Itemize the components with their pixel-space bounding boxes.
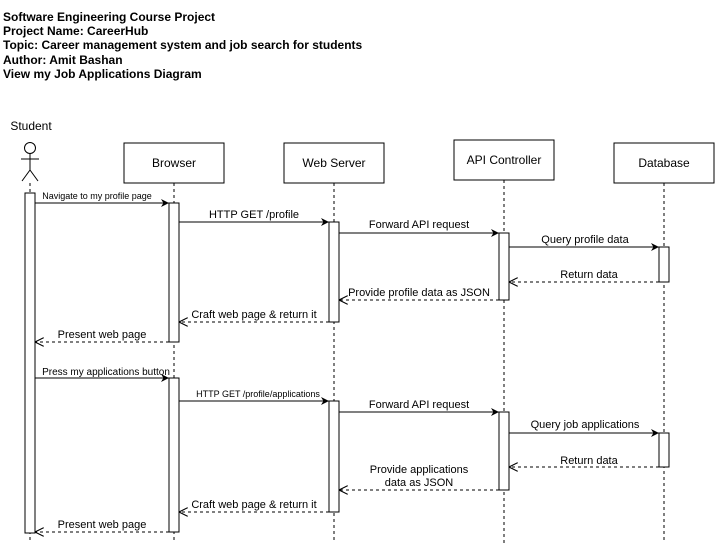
message-label-2: HTTP GET /profile xyxy=(209,209,299,221)
message-label-14-line2: data as JSON xyxy=(385,477,454,489)
message-label-16: Present web page xyxy=(58,519,147,531)
message-label-7: Craft web page & return it xyxy=(191,309,316,321)
message-label-6: Provide profile data as JSON xyxy=(348,287,490,299)
header-course: Software Engineering Course Project xyxy=(3,10,216,24)
activation-database-1 xyxy=(658,246,670,283)
activation-database-2 xyxy=(658,432,670,468)
message-label-10: HTTP GET /profile/applications xyxy=(196,389,320,399)
participant-api-controller-label: API Controller xyxy=(467,153,542,167)
activation-student xyxy=(24,192,36,534)
message-label-13: Return data xyxy=(560,455,618,467)
header-topic: Topic: Career management system and job … xyxy=(3,38,363,53)
participant-web-server-label: Web Server xyxy=(302,156,365,170)
activation-browser-1 xyxy=(168,202,180,343)
activation-api-controller-1 xyxy=(498,232,510,301)
message-label-5: Return data xyxy=(560,269,618,281)
participant-web-server: Web Server xyxy=(283,142,385,184)
activation-browser-2 xyxy=(168,377,180,533)
message-label-3: Forward API request xyxy=(369,219,469,231)
participant-student-label: Student xyxy=(10,119,52,133)
participant-browser: Browser xyxy=(123,142,225,184)
diagram-header: Software Engineering Course Project Proj… xyxy=(3,10,362,81)
participant-database-label: Database xyxy=(638,156,690,170)
student-actor: Student xyxy=(10,119,52,182)
activation-web-server-1 xyxy=(328,221,340,323)
header-author: Author: Amit Bashan xyxy=(3,52,123,67)
message-label-11: Forward API request xyxy=(369,399,469,411)
message-label-12: Query job applications xyxy=(531,419,640,431)
activation-api-controller-2 xyxy=(498,411,510,491)
participant-database: Database xyxy=(613,142,715,184)
message-label-9: Press my applications button xyxy=(42,367,170,378)
message-label-1: Navigate to my profile page xyxy=(42,191,152,201)
header-diagram-title: View my Job Applications Diagram xyxy=(3,66,202,81)
participant-api-controller: API Controller xyxy=(453,139,555,181)
actor-icon xyxy=(24,142,36,154)
header-project-name: Project Name: CareerHub xyxy=(3,24,149,39)
participant-browser-label: Browser xyxy=(152,156,196,170)
message-label-4: Query profile data xyxy=(541,234,629,246)
message-label-8: Present web page xyxy=(58,329,147,341)
activation-web-server-2 xyxy=(328,400,340,513)
message-label-14-line1: Provide applications xyxy=(370,464,469,476)
message-label-15: Craft web page & return it xyxy=(191,499,316,511)
